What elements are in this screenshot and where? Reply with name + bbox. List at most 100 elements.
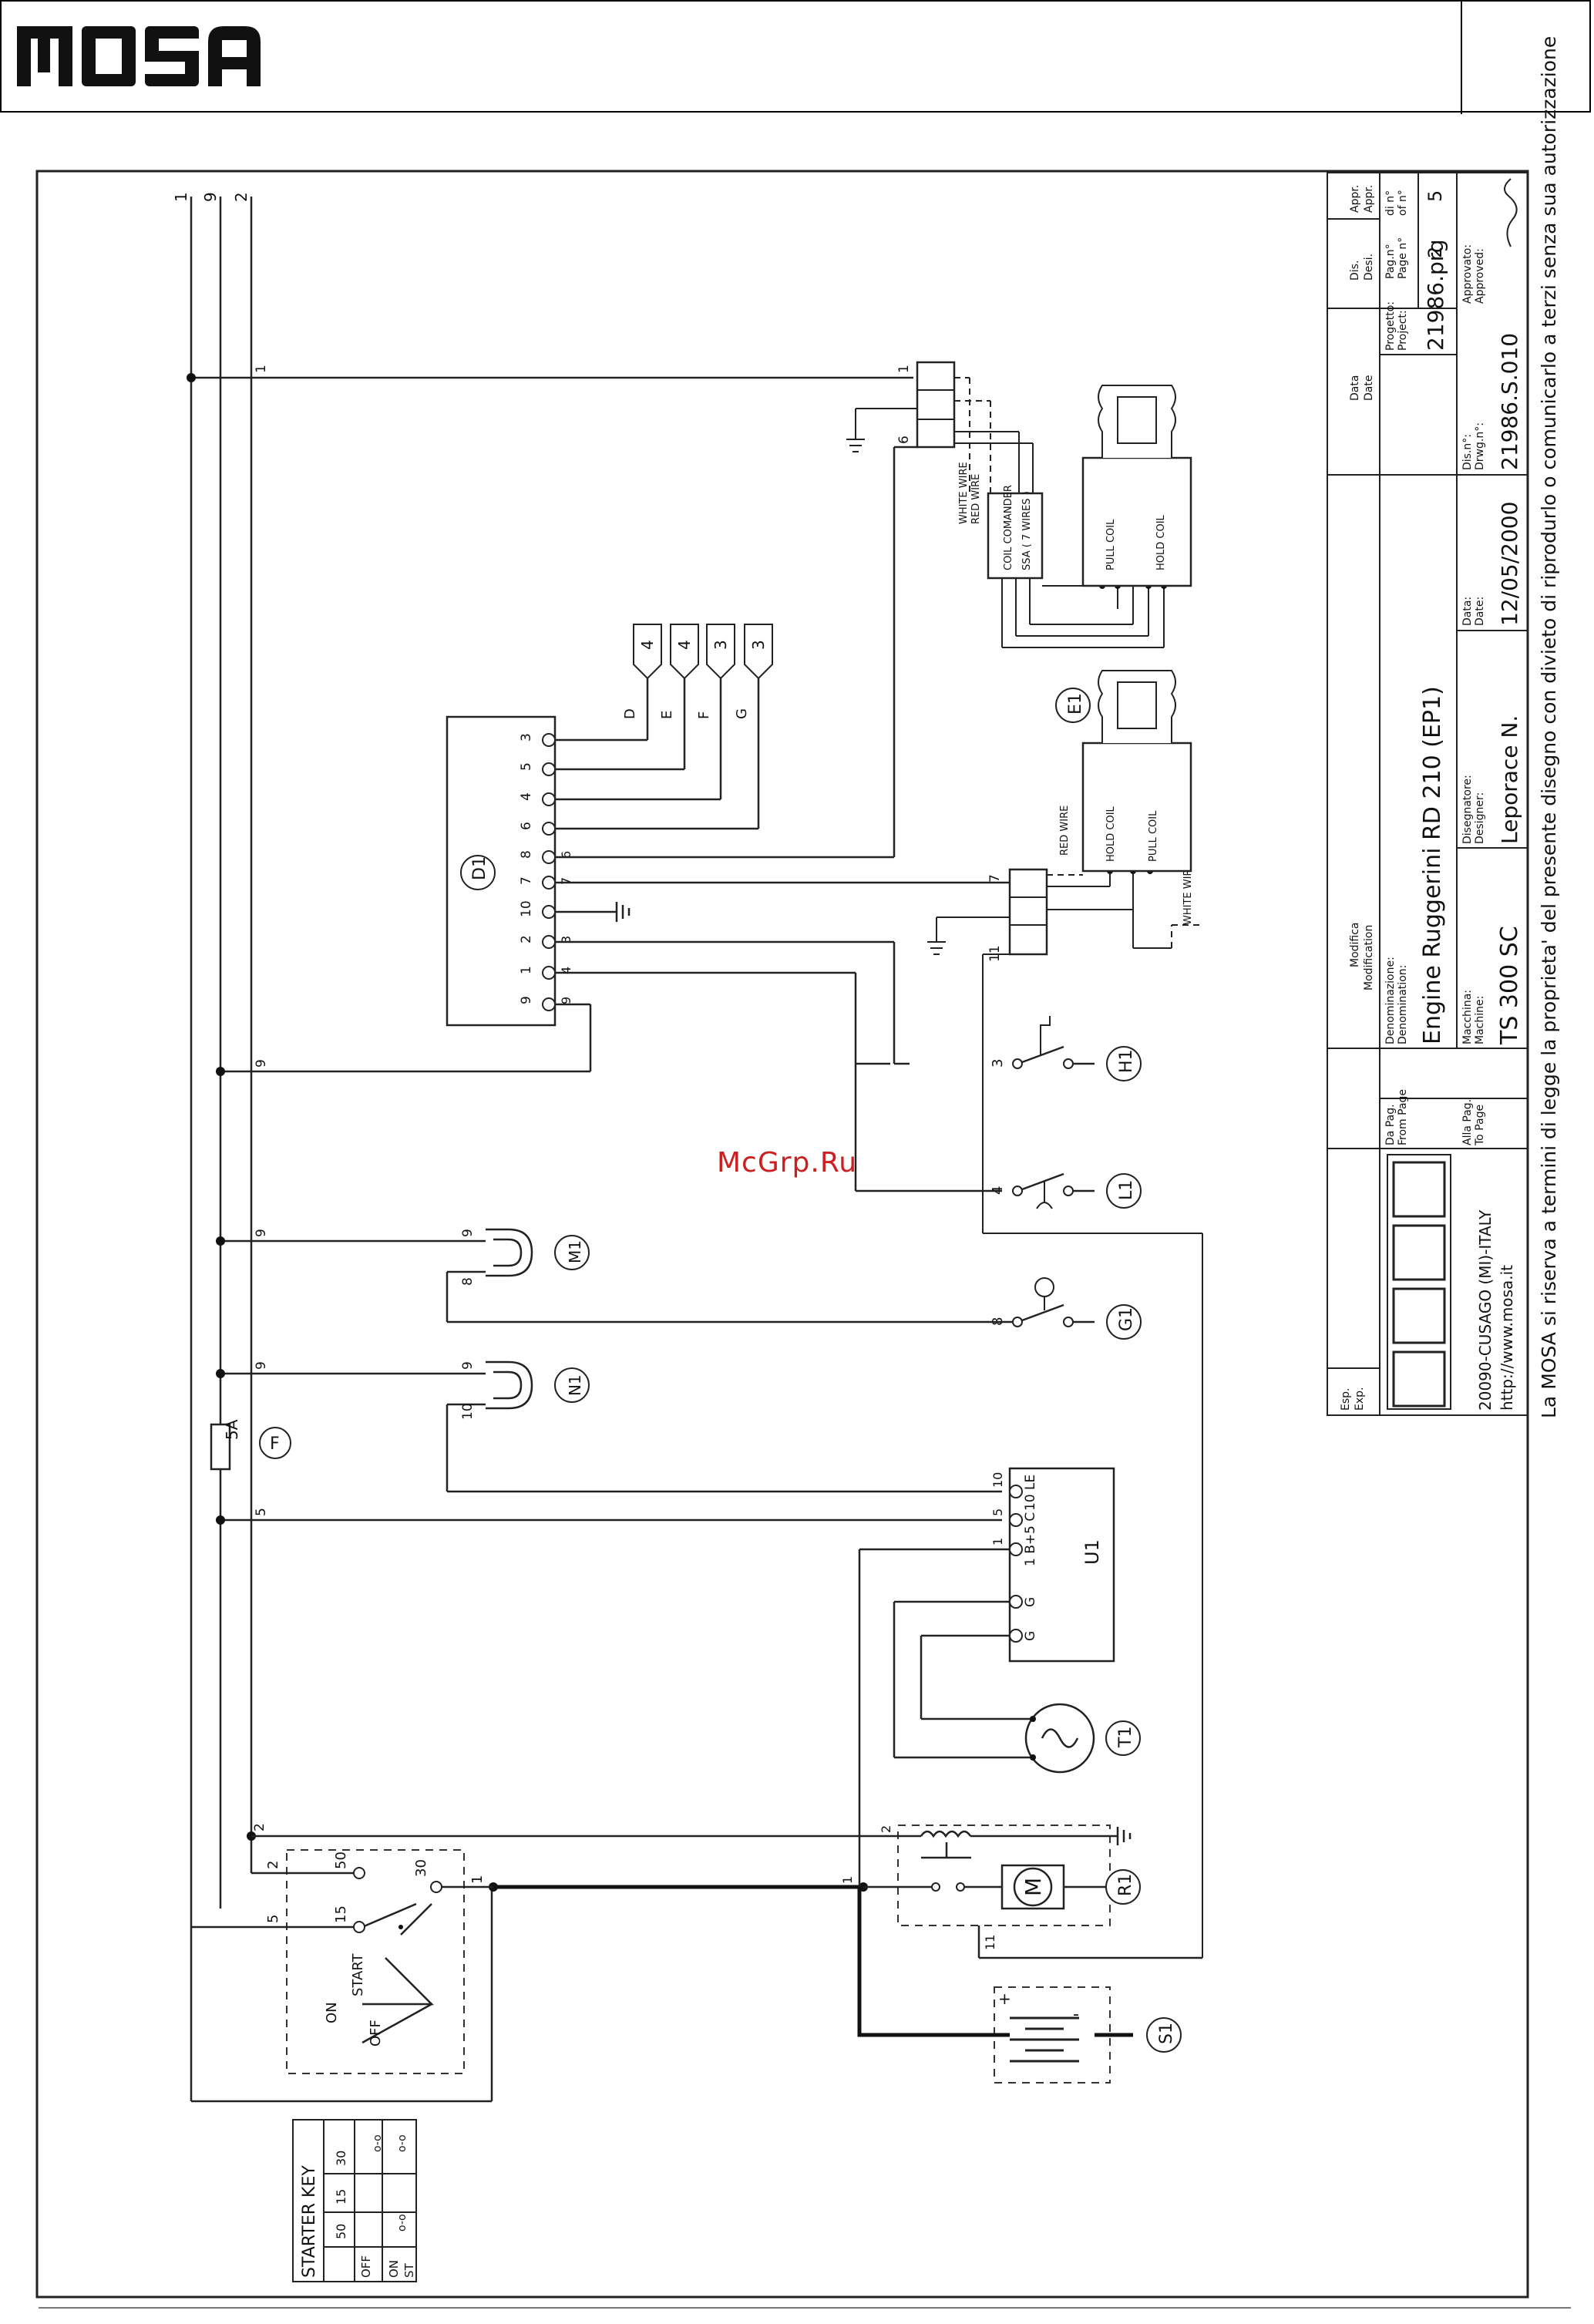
d1-terminal-numbers: 9 1 2 10 7 8 6 4 5 3 bbox=[519, 733, 534, 1004]
s1-battery: + - S1 bbox=[987, 1986, 1182, 2084]
svg-text:21986.prg: 21986.prg bbox=[1423, 239, 1448, 351]
svg-text:Pag.n°: Pag.n° bbox=[1384, 244, 1397, 279]
svg-text:6: 6 bbox=[519, 822, 534, 830]
svg-text:7: 7 bbox=[519, 876, 534, 885]
svg-text:3: 3 bbox=[749, 640, 768, 650]
svg-text:Approvato:: Approvato: bbox=[1461, 244, 1474, 304]
wire-label-7: 7 bbox=[987, 874, 1003, 883]
svg-text:RED WIRE: RED WIRE bbox=[1059, 805, 1071, 856]
svg-text:Leporace N.: Leporace N. bbox=[1497, 715, 1522, 844]
svg-text:4: 4 bbox=[675, 640, 694, 650]
svg-text:WHITE WIRE: WHITE WIRE bbox=[1182, 863, 1194, 925]
svg-text:G: G bbox=[1023, 1597, 1038, 1607]
svg-text:Denominazione:: Denominazione: bbox=[1384, 957, 1397, 1044]
header-divider bbox=[1461, 2, 1462, 114]
wire-label-5: 5 bbox=[254, 1508, 269, 1516]
svg-text:Date: Date bbox=[1363, 375, 1375, 401]
svg-text:ST: ST bbox=[402, 2262, 416, 2278]
svg-text:11: 11 bbox=[983, 1935, 997, 1950]
mosa-logo bbox=[17, 26, 261, 86]
svg-text:3: 3 bbox=[990, 1059, 1006, 1068]
d1-label: D1 bbox=[470, 856, 489, 880]
svg-text:OFF: OFF bbox=[368, 2020, 384, 2047]
svg-text:Dis.n°:: Dis.n°: bbox=[1461, 434, 1474, 470]
svg-text:Esp.: Esp. bbox=[1340, 1388, 1352, 1411]
d1-circle bbox=[460, 855, 496, 890]
svg-text:15: 15 bbox=[333, 1905, 349, 1923]
top-solenoid-assembly: WHITE WIRE RED WIRE COIL COMANDER SSA ( … bbox=[846, 361, 1192, 648]
l1-switch: 4 L1 bbox=[990, 1172, 1142, 1209]
svg-text:Modification: Modification bbox=[1363, 925, 1375, 990]
svg-text:4: 4 bbox=[559, 967, 573, 974]
svg-text:1: 1 bbox=[519, 966, 534, 974]
svg-text:20090-CUSAGO (MI)-ITALY: 20090-CUSAGO (MI)-ITALY bbox=[1476, 1209, 1495, 1411]
svg-text:Data:: Data: bbox=[1461, 597, 1474, 626]
svg-text:COIL COMANDER: COIL COMANDER bbox=[1003, 485, 1014, 570]
svg-text:8: 8 bbox=[519, 850, 534, 859]
bus-label-1: 1 bbox=[172, 192, 190, 202]
d1-module bbox=[446, 715, 557, 1027]
svg-text:ON: ON bbox=[324, 2002, 340, 2023]
svg-text:9: 9 bbox=[460, 1229, 476, 1237]
m1-sensor: 9 8 M1 bbox=[447, 1228, 590, 1286]
r1-starter: M R1 2 1 11 bbox=[251, 1825, 1202, 1959]
approval-signature bbox=[1504, 178, 1518, 247]
svg-text:From Page: From Page bbox=[1397, 1089, 1409, 1145]
connector-e: 4 E bbox=[659, 624, 699, 719]
n1-sensor: 9 10 N1 bbox=[446, 1360, 1002, 1493]
svg-text:10: 10 bbox=[519, 900, 534, 917]
connector-d: 4 D bbox=[622, 624, 662, 719]
svg-text:5: 5 bbox=[519, 762, 534, 771]
svg-text:30: 30 bbox=[413, 1859, 429, 1877]
svg-text:START: START bbox=[350, 1952, 366, 1996]
e1-solenoid-assembly: E1 RED WIRE WHITE WIRE HOLD COIL PULL CO… bbox=[927, 670, 1203, 1958]
title-block-text: Esp. Exp. Modifica Modification Data Dat… bbox=[1340, 36, 1560, 1418]
svg-text:PULL COIL: PULL COIL bbox=[1105, 519, 1117, 570]
svg-text:G1: G1 bbox=[1117, 1307, 1136, 1331]
svg-text:o-o: o-o bbox=[396, 2134, 409, 2152]
d1-side-numbers: 9 4 3 7 6 bbox=[559, 851, 573, 1004]
svg-text:M: M bbox=[1021, 1878, 1046, 1896]
bus-label-2: 2 bbox=[232, 192, 251, 202]
svg-text:o-o: o-o bbox=[372, 2134, 384, 2152]
svg-text:di n°: di n° bbox=[1384, 190, 1397, 216]
svg-text:N1: N1 bbox=[566, 1374, 584, 1396]
svg-text:1 B+: 1 B+ bbox=[1023, 1534, 1038, 1566]
legal-notice: La MOSA si riserva a termini di legge la… bbox=[1538, 36, 1560, 1418]
battery-cable bbox=[493, 1885, 987, 2037]
svg-text:2: 2 bbox=[519, 935, 534, 943]
svg-text:Date:: Date: bbox=[1474, 597, 1486, 626]
svg-text:50: 50 bbox=[334, 2224, 348, 2239]
svg-text:SSA ( 7 WIRES ): SSA ( 7 WIRES ) bbox=[1021, 491, 1033, 570]
svg-text:Appr.: Appr. bbox=[1363, 185, 1375, 213]
svg-text:3: 3 bbox=[519, 733, 534, 742]
fuse-rating: 5A bbox=[223, 1419, 241, 1440]
svg-text:Appr.: Appr. bbox=[1349, 185, 1361, 213]
svg-text:H1: H1 bbox=[1117, 1049, 1136, 1073]
wire-label-9b: 9 bbox=[254, 1229, 269, 1237]
svg-text:Exp.: Exp. bbox=[1354, 1387, 1366, 1411]
u1-regulator: 10 LE 5 C 1 B+ G G U1 10 5 1 bbox=[990, 1467, 1115, 1663]
fuse-symbol bbox=[210, 1423, 231, 1471]
title-block bbox=[1327, 172, 1528, 1416]
svg-text:ON: ON bbox=[387, 2260, 401, 2278]
svg-text:10: 10 bbox=[460, 1403, 476, 1420]
svg-text:Macchina:: Macchina: bbox=[1461, 990, 1474, 1044]
wire-label-1-top: 1 bbox=[896, 365, 912, 373]
watermark: McGrp.Ru bbox=[717, 1147, 858, 1179]
svg-text:1: 1 bbox=[840, 1876, 855, 1884]
svg-text:of n°: of n° bbox=[1397, 190, 1409, 216]
svg-text:Disegnatore:: Disegnatore: bbox=[1461, 775, 1474, 844]
svg-text:21986.S.010: 21986.S.010 bbox=[1497, 333, 1522, 470]
svg-text:D: D bbox=[622, 708, 638, 719]
connector-tags: 4 D 4 E 3 F 3 G bbox=[622, 624, 773, 719]
junction-dots bbox=[187, 373, 868, 1892]
svg-text:9: 9 bbox=[460, 1361, 476, 1370]
svg-text:4: 4 bbox=[638, 640, 657, 650]
svg-text:Dis.: Dis. bbox=[1349, 261, 1361, 281]
svg-text:Progetto:: Progetto: bbox=[1384, 301, 1397, 351]
svg-text:Da Pag.: Da Pag. bbox=[1384, 1104, 1397, 1145]
svg-text:S1: S1 bbox=[1157, 2023, 1176, 2044]
svg-text:G: G bbox=[734, 708, 750, 719]
svg-text:RED WIRE: RED WIRE bbox=[970, 474, 982, 524]
